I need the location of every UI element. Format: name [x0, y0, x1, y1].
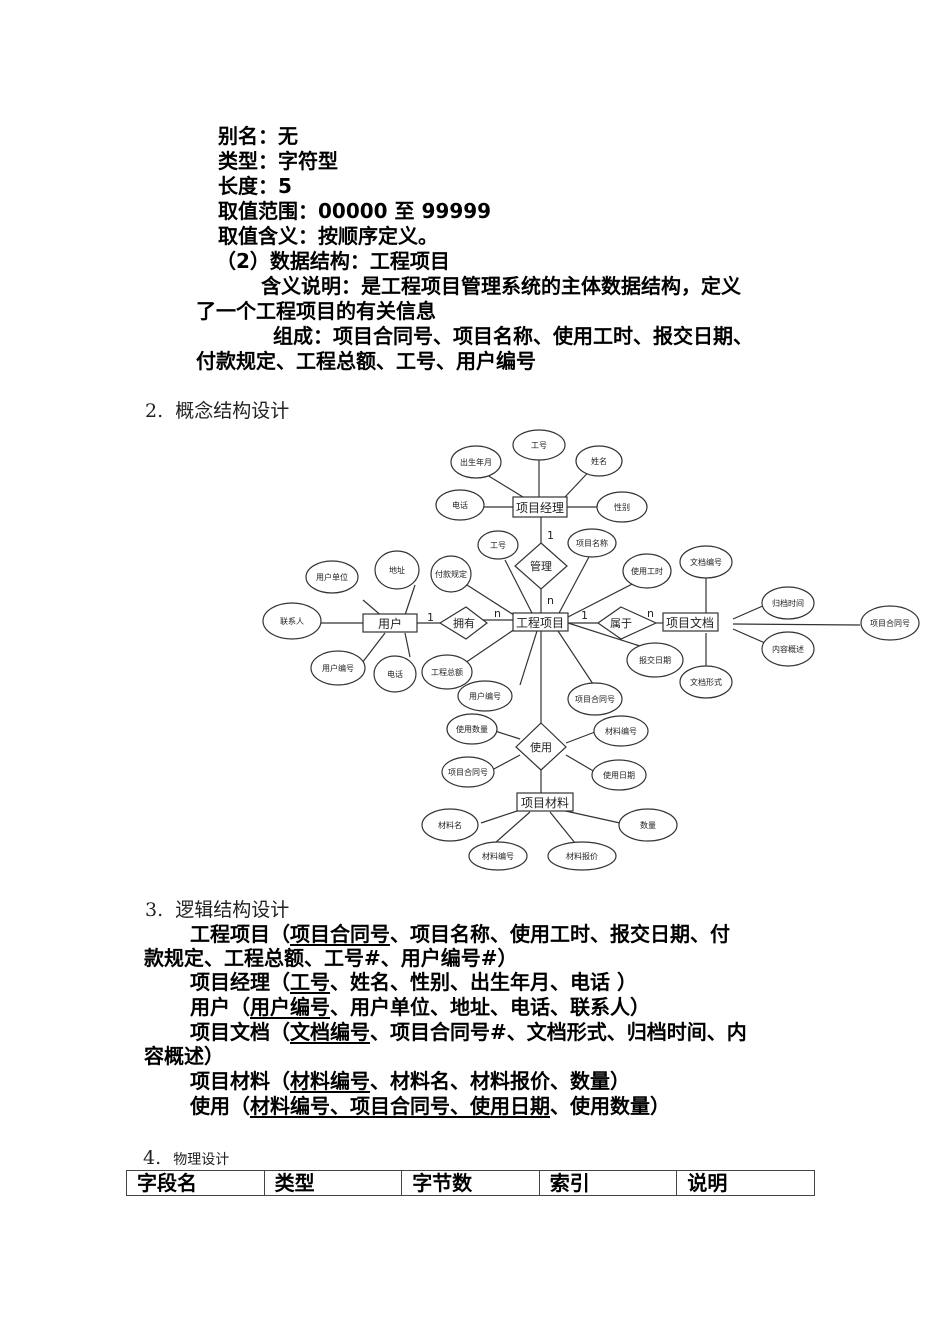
relation-name: 项目经理（ — [190, 970, 290, 994]
relation-use: 使用（材料编号、项目合同号、使用日期、使用数量） — [190, 1094, 670, 1118]
relation-attrs: 、材料名、材料报价、数量） — [370, 1069, 630, 1093]
meaning-line: 取值含义：按顺序定义。 — [218, 224, 438, 248]
attr-label: 性别 — [614, 502, 630, 512]
rel-use: 使用 — [530, 741, 552, 754]
table-header-cell: 说明 — [676, 1170, 815, 1196]
relation-attrs: 、项目名称、使用工时、报交日期、付 — [390, 922, 730, 946]
description-line-2: 了一个工程项目的有关信息 — [196, 299, 436, 323]
composition-line-1: 组成：项目合同号、项目名称、使用工时、报交日期、 — [273, 324, 753, 348]
card-own-left: 1 — [427, 611, 434, 624]
length-line: 长度：5 — [218, 174, 292, 198]
table-header-cell: 字段名 — [126, 1170, 265, 1196]
attr-label: 工号 — [490, 541, 506, 550]
attr-label: 材料编号 — [605, 726, 637, 736]
rel-own: 拥有 — [453, 616, 475, 630]
range-line: 取值范围：00000 至 99999 — [218, 199, 492, 223]
heading-text: 物理设计 — [173, 1152, 230, 1168]
attr-label: 材料报价 — [566, 851, 598, 861]
section-4-heading: 4. 物理设计 — [143, 1146, 229, 1172]
card-manage-top: 1 — [547, 529, 554, 542]
attr-label: 工号 — [531, 441, 547, 450]
entity-manager: 项目经理 — [516, 501, 564, 515]
attr-label: 项目合同号 — [575, 694, 615, 704]
attr-label: 使用日期 — [603, 770, 635, 780]
alias-line: 别名：无 — [218, 124, 298, 148]
relation-user: 用户（用户编号、用户单位、地址、电话、联系人） — [190, 995, 650, 1019]
primary-key: 工号 — [290, 970, 330, 994]
attr-label: 地址 — [389, 565, 405, 575]
attr-label: 文档编号 — [690, 557, 722, 567]
table-header-row: 字段名 类型 字节数 索引 说明 — [126, 1170, 815, 1196]
attr-label: 材料名 — [438, 820, 462, 830]
type-line: 类型：字符型 — [218, 149, 338, 173]
attr-label: 使用工时 — [631, 566, 663, 576]
heading-text: 逻辑结构设计 — [175, 899, 290, 921]
attr-label: 内容概述 — [772, 644, 804, 654]
entity-material: 项目材料 — [521, 796, 569, 810]
attr-label: 用户编号 — [322, 663, 354, 673]
relation-material: 项目材料（材料编号、材料名、材料报价、数量） — [190, 1069, 630, 1093]
relation-attrs: 、用户单位、地址、电话、联系人） — [330, 995, 650, 1019]
primary-key: 文档编号 — [290, 1020, 370, 1044]
rel-manage: 管理 — [530, 559, 552, 573]
attr-label: 用户编号 — [469, 691, 501, 701]
relation-name: 用户（ — [190, 995, 250, 1019]
primary-key: 项目合同号 — [290, 922, 390, 946]
entity-document: 项目文档 — [666, 615, 714, 630]
table-header-cell: 索引 — [538, 1170, 678, 1196]
primary-key: 材料编号、项目合同号、使用日期 — [250, 1094, 550, 1118]
heading-number: 4. — [143, 1147, 162, 1169]
attr-label: 文档形式 — [690, 677, 722, 687]
relation-attrs: 、项目合同号#、文档形式、归档时间、内 — [370, 1020, 747, 1044]
table-header-cell: 类型 — [263, 1170, 403, 1196]
attr-label: 项目名称 — [576, 538, 608, 548]
relation-name: 工程项目（ — [190, 922, 290, 946]
attr-label: 报交日期 — [639, 655, 671, 665]
composition-line-2: 付款规定、工程总额、工号、用户编号 — [196, 349, 536, 373]
relation-name: 项目材料（ — [190, 1069, 290, 1093]
attr-label: 使用数量 — [456, 724, 488, 734]
card-belong-right: n — [647, 607, 654, 620]
relation-document-1: 项目文档（文档编号、项目合同号#、文档形式、归档时间、内 — [190, 1020, 747, 1044]
table-header-cell: 字节数 — [401, 1170, 540, 1196]
card-own-right: n — [494, 607, 501, 620]
attr-label: 付款规定 — [435, 569, 467, 579]
data-structure-line: （2）数据结构：工程项目 — [216, 249, 450, 273]
attr-label: 工程总额 — [431, 667, 463, 677]
attr-label: 出生年月 — [460, 457, 492, 467]
heading-text: 概念结构设计 — [175, 400, 290, 422]
heading-number: 3. — [145, 899, 164, 921]
entity-project: 工程项目 — [516, 615, 564, 630]
attr-label: 姓名 — [591, 456, 607, 466]
primary-key: 材料编号 — [290, 1069, 370, 1093]
relation-document-2: 容概述） — [144, 1044, 224, 1068]
er-diagram: 项目经理 工程项目 用户 项目文档 项目材料 管理 拥有 属于 使用 1 n 1… — [262, 429, 920, 871]
heading-number: 2. — [145, 400, 164, 422]
attr-label: 数量 — [640, 820, 656, 830]
card-belong-left: 1 — [581, 609, 588, 622]
rel-belong: 属于 — [610, 617, 632, 630]
relation-name: 使用（ — [190, 1094, 250, 1118]
attr-label: 归档时间 — [772, 598, 804, 608]
relation-project-1: 工程项目（项目合同号、项目名称、使用工时、报交日期、付 — [190, 922, 730, 946]
attr-label: 用户单位 — [316, 572, 348, 582]
attr-label: 项目合同号 — [870, 618, 910, 628]
card-manage-bottom: n — [547, 594, 554, 607]
attr-label: 电话 — [452, 500, 468, 510]
attr-label: 联系人 — [280, 616, 304, 626]
relation-name: 项目文档（ — [190, 1020, 290, 1044]
relation-manager: 项目经理（工号、姓名、性别、出生年月、电话 ） — [190, 970, 637, 994]
section-2-heading: 2. 概念结构设计 — [145, 399, 289, 423]
section-3-heading: 3. 逻辑结构设计 — [145, 898, 289, 922]
description-line-1: 含义说明：是工程项目管理系统的主体数据结构，定义 — [261, 274, 741, 298]
relation-project-2: 款规定、工程总额、工号#、用户编号#） — [144, 946, 518, 970]
attr-label: 项目合同号 — [448, 767, 488, 777]
relation-attrs: 、使用数量） — [550, 1094, 670, 1118]
entity-user: 用户 — [378, 616, 402, 631]
attr-label: 材料编号 — [482, 851, 514, 861]
physical-design-table: 字段名 类型 字节数 索引 说明 — [126, 1170, 815, 1196]
relation-attrs: 、姓名、性别、出生年月、电话 ） — [330, 970, 637, 994]
attr-label: 电话 — [387, 669, 403, 679]
primary-key: 用户编号 — [250, 995, 330, 1019]
